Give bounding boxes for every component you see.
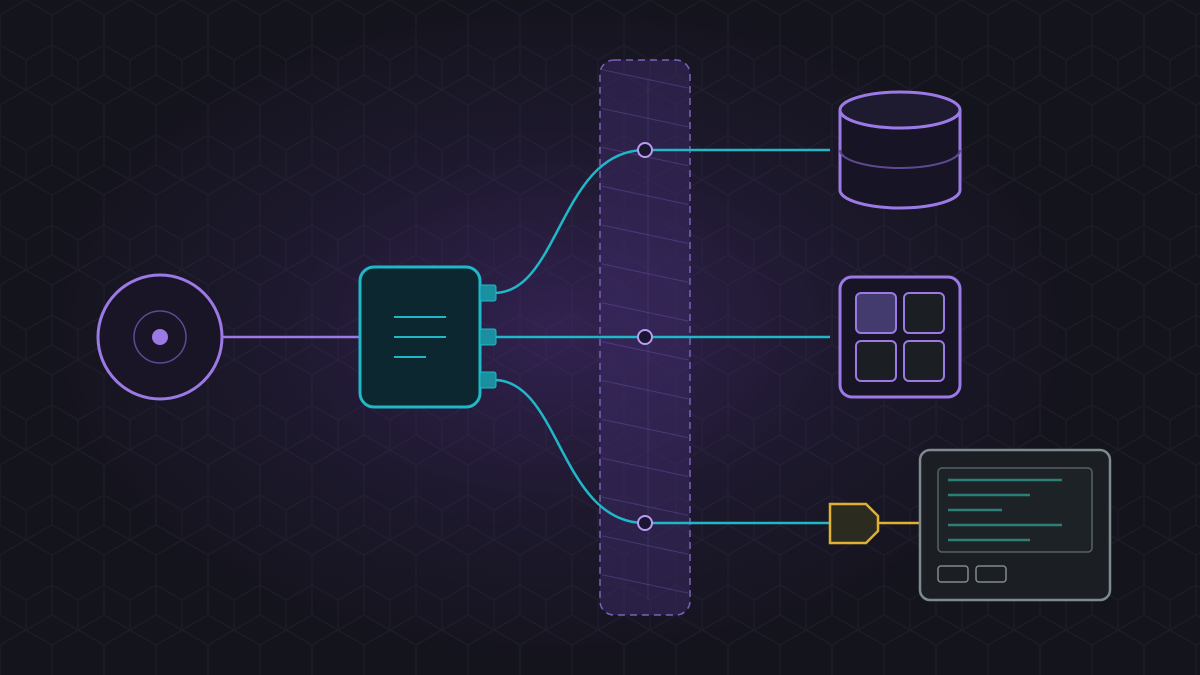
router-to-terminal-link: [493, 378, 830, 525]
database-body: [838, 110, 962, 210]
app-grid-cell[interactable]: [903, 292, 945, 334]
source-inner-ring: [133, 310, 187, 364]
app-grid-cell[interactable]: [855, 340, 897, 382]
app-grid-node[interactable]: [838, 275, 962, 399]
router-to-database-link: [493, 148, 830, 295]
database-icon: [838, 90, 962, 130]
source-node[interactable]: [96, 273, 224, 401]
target-icon: [152, 329, 168, 345]
router-port-middle: [479, 328, 497, 346]
database-node[interactable]: [838, 90, 962, 210]
terminal-button-1[interactable]: [937, 565, 969, 583]
terminal-node[interactable]: [918, 448, 1112, 602]
terminal-text-lines: [948, 478, 1062, 542]
connections: [222, 148, 920, 525]
crossing-point-app-grid[interactable]: [637, 329, 653, 345]
router-node[interactable]: [358, 265, 497, 409]
document-icon: [394, 316, 446, 358]
app-grid-cell-highlighted[interactable]: [855, 292, 897, 334]
router-port-top: [479, 284, 497, 302]
firewall-crossing-points: [637, 142, 653, 531]
terminal-screen: [937, 467, 1093, 553]
tag-icon: [828, 502, 880, 545]
gate-tag[interactable]: [828, 502, 880, 545]
router-port-bottom: [479, 371, 497, 389]
crossing-point-database[interactable]: [637, 142, 653, 158]
terminal-button-2[interactable]: [975, 565, 1007, 583]
crossing-point-terminal[interactable]: [637, 515, 653, 531]
center-glow: [40, 0, 1080, 660]
database-middle-band: [839, 149, 961, 169]
app-grid-cell[interactable]: [903, 340, 945, 382]
